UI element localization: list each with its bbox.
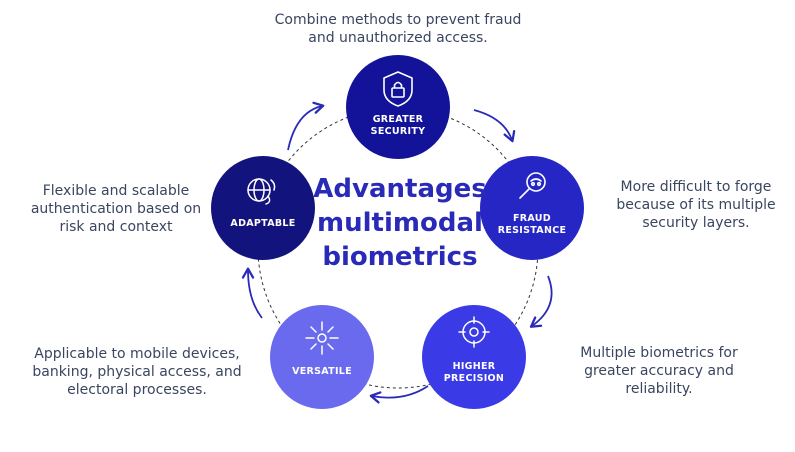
node-circle-security xyxy=(346,55,450,159)
description-security-line2: and unauthorized access. xyxy=(308,30,488,46)
cycle-arrow-fraud-to-precision xyxy=(529,275,553,328)
description-fraud: More difficult to forge because of its m… xyxy=(596,178,795,232)
description-versatile-line2: banking, physical access, and xyxy=(32,364,242,380)
node-circle-versatile xyxy=(270,305,374,409)
node-higher-precision: HIGHER PRECISION xyxy=(422,305,526,409)
cycle-arrow-adaptable-to-security xyxy=(287,101,325,151)
description-versatile-line3: electoral processes. xyxy=(67,382,207,398)
description-fraud-line3: security layers. xyxy=(642,215,750,231)
cycle-arrow-versatile-to-adaptable xyxy=(241,267,263,319)
spark-star-icon xyxy=(305,321,339,355)
node-label-precision-line1: HIGHER xyxy=(453,361,496,372)
description-precision-line2: greater accuracy and xyxy=(584,363,734,379)
description-precision-line1: Multiple biometrics for xyxy=(580,345,738,361)
diagram-title-line1: Advantages xyxy=(313,174,487,204)
description-adaptable-line1: Flexible and scalable xyxy=(42,183,190,199)
diagram-title-line3: biometrics xyxy=(322,242,478,272)
shield-lock-icon xyxy=(383,71,413,107)
node-fraud-resistance: FRAUD RESISTANCE xyxy=(480,156,584,260)
node-label-fraud-line1: FRAUD xyxy=(513,213,551,224)
node-circle-adaptable xyxy=(211,156,315,260)
node-label-security-line2: SECURITY xyxy=(371,126,426,137)
node-label-precision-line2: PRECISION xyxy=(444,373,504,384)
node-circle-fraud xyxy=(480,156,584,260)
magnifier-fraud-icon xyxy=(519,172,546,199)
description-versatile: Applicable to mobile devices, banking, p… xyxy=(20,345,254,399)
globe-adapt-icon xyxy=(247,178,276,205)
description-security: Combine methods to prevent fraud and una… xyxy=(248,11,548,47)
description-security-line1: Combine methods to prevent fraud xyxy=(274,12,522,28)
description-fraud-line2: because of its multiple xyxy=(616,197,776,213)
node-circle-precision xyxy=(422,305,526,409)
diagram-title-line2: multimodal xyxy=(317,208,483,238)
node-greater-security: GREATER SECURITY xyxy=(346,55,450,159)
description-adaptable: Flexible and scalable authentication bas… xyxy=(16,182,216,236)
cycle-arrow-precision-to-versatile xyxy=(369,385,429,404)
node-label-versatile: VERSATILE xyxy=(292,366,352,377)
node-adaptable: ADAPTABLE xyxy=(211,156,315,260)
cycle-arrow-security-to-fraud xyxy=(473,109,516,143)
description-precision: Multiple biometrics for greater accuracy… xyxy=(553,344,765,398)
description-fraud-line1: More difficult to forge xyxy=(620,179,772,195)
node-label-security-line1: GREATER xyxy=(373,114,424,125)
description-adaptable-line3: risk and context xyxy=(59,219,173,235)
node-label-fraud-line2: RESISTANCE xyxy=(498,225,567,236)
description-precision-line3: reliability. xyxy=(625,381,693,397)
node-label-adaptable: ADAPTABLE xyxy=(230,218,295,229)
crosshair-target-icon xyxy=(458,316,490,348)
description-versatile-line1: Applicable to mobile devices, xyxy=(34,346,240,362)
diagram-title: Advantages multimodal biometrics xyxy=(300,172,500,274)
description-adaptable-line2: authentication based on xyxy=(30,201,202,217)
node-versatile: VERSATILE xyxy=(270,305,374,409)
